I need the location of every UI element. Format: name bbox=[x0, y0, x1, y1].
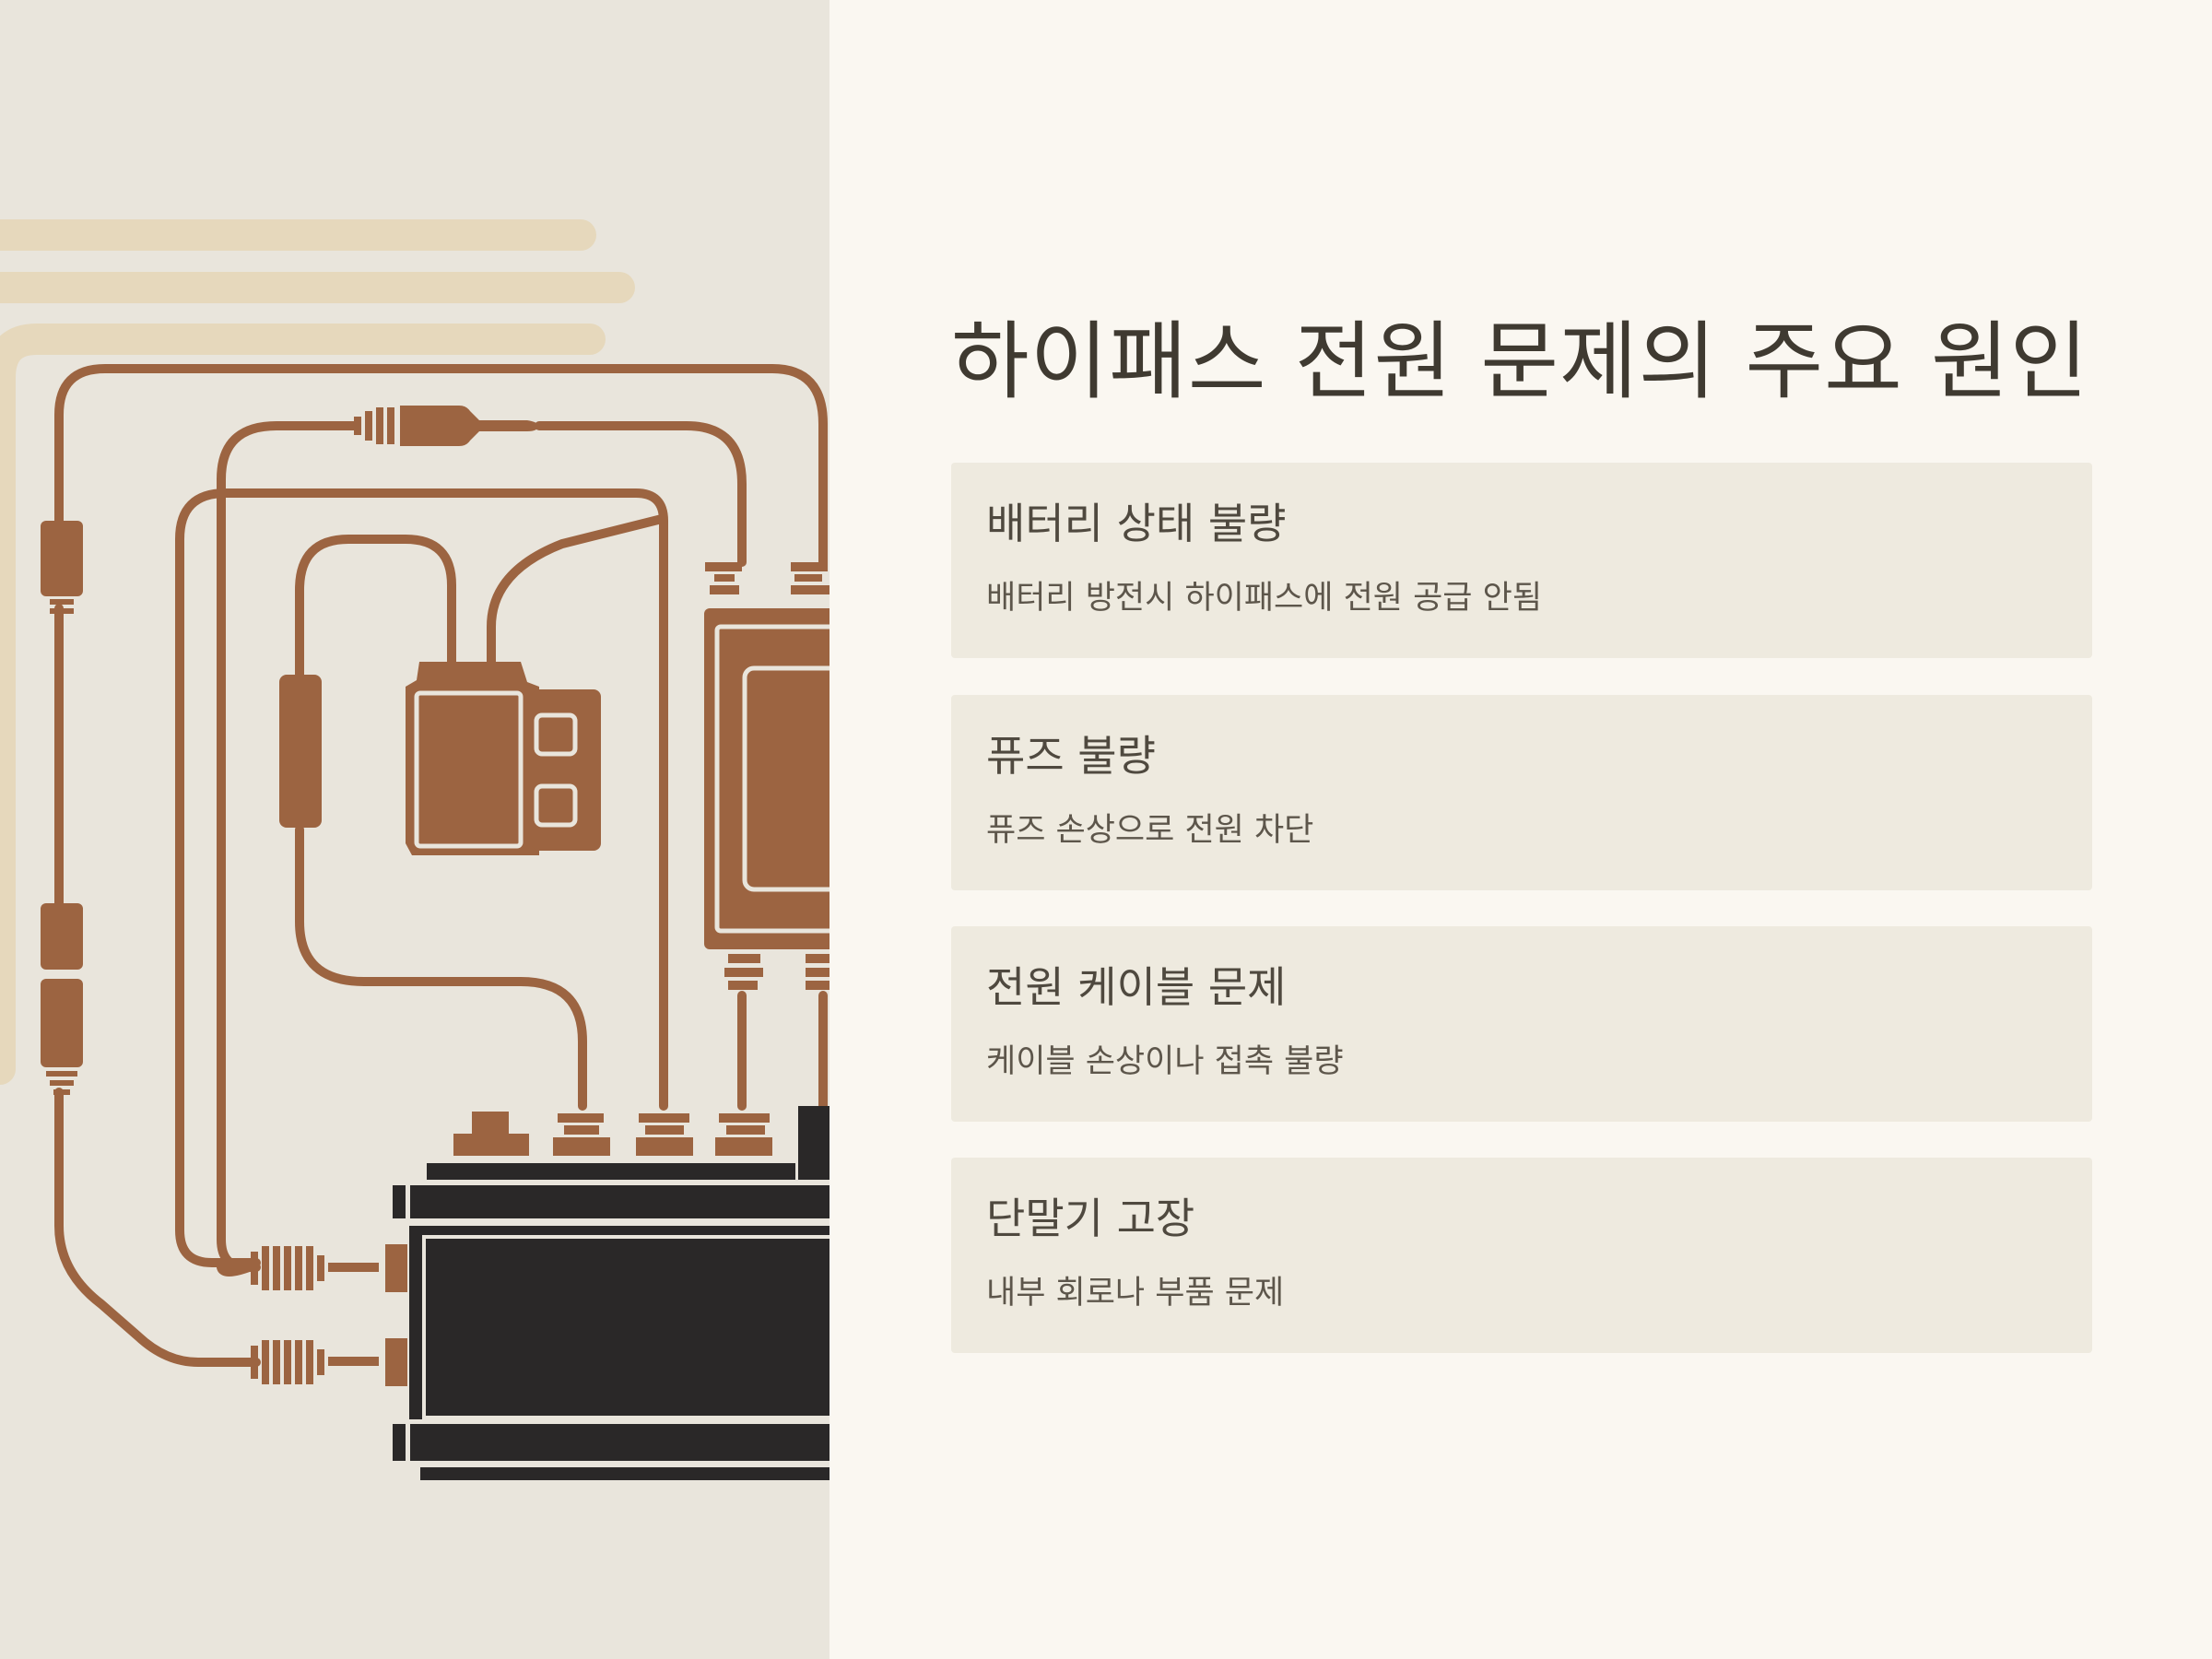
content-panel: 하이패스 전원 문제의 주요 원인 배터리 상태 불량 배터리 방전시 하이패스… bbox=[830, 0, 2212, 1659]
decorative-stripes bbox=[0, 219, 635, 1085]
wiring-illustration bbox=[0, 0, 830, 1659]
cause-description: 케이블 손상이나 접촉 불량 bbox=[986, 1043, 1344, 1080]
cause-card-fuse: 퓨즈 불량 퓨즈 손상으로 전원 차단 bbox=[951, 695, 2092, 890]
cause-title: 단말기 고장 bbox=[986, 1194, 1195, 1243]
battery-unit bbox=[393, 1106, 830, 1480]
terminals bbox=[453, 1112, 772, 1156]
control-box bbox=[406, 662, 601, 855]
left-connectors bbox=[41, 521, 83, 1095]
junction-box bbox=[704, 562, 830, 990]
battery-side-plugs bbox=[251, 1244, 407, 1386]
cause-description: 내부 회로나 부품 문제 bbox=[986, 1275, 1285, 1312]
cause-description: 배터리 방전시 하이패스에 전원 공급 안됨 bbox=[986, 580, 1543, 617]
cause-description: 퓨즈 손상으로 전원 차단 bbox=[986, 812, 1314, 849]
small-inline-connector bbox=[279, 675, 322, 828]
cause-title: 퓨즈 불량 bbox=[986, 731, 1156, 781]
cause-card-terminal: 단말기 고장 내부 회로나 부품 문제 bbox=[951, 1158, 2092, 1353]
cause-card-battery: 배터리 상태 불량 배터리 방전시 하이패스에 전원 공급 안됨 bbox=[951, 463, 2092, 658]
top-inline-connector bbox=[354, 406, 538, 446]
cable-lines bbox=[54, 364, 828, 1367]
cause-card-cable: 전원 케이블 문제 케이블 손상이나 접촉 불량 bbox=[951, 926, 2092, 1122]
cause-title: 배터리 상태 불량 bbox=[986, 499, 1287, 548]
slide-title: 하이패스 전원 문제의 주요 원인 bbox=[951, 312, 2089, 411]
cause-title: 전원 케이블 문제 bbox=[986, 962, 1287, 1012]
